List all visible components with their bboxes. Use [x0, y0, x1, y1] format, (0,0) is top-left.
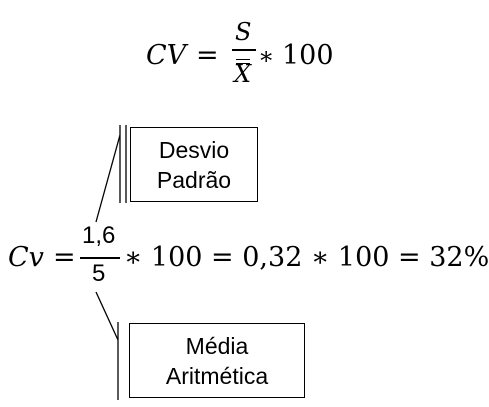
denominator-x: X [234, 60, 252, 88]
connector-lines [95, 125, 127, 400]
times-sign: ∗ [258, 42, 275, 70]
equals-sign: = [196, 40, 219, 71]
cv-symbol-calc: Cv [8, 242, 44, 273]
denominator-value: 5 [92, 260, 106, 287]
overline-2 [236, 63, 250, 65]
factor-100: 100 [282, 40, 334, 71]
std-dev-label-line2: Padrão [156, 166, 232, 193]
equals-sign-calc: = [53, 242, 76, 273]
std-dev-label-line1: Desvio [158, 136, 230, 163]
numerator-value: 1,6 [82, 222, 116, 249]
pointer-to-mean [95, 291, 119, 341]
fraction-bar [232, 49, 256, 51]
calc-result-chain: ∗ 100 = 0,32 ∗ 100 = 32% [124, 242, 489, 273]
fraction-bar-calc [80, 257, 120, 259]
pointer-to-std-dev [95, 134, 121, 223]
numerator-s: S [235, 18, 252, 46]
mean-label-line1: Média [185, 332, 249, 359]
cv-symbol: CV [146, 40, 187, 71]
mean-label-line2: Aritmética [165, 362, 269, 389]
std-dev-box: Desvio Padrão [130, 127, 258, 202]
mean-box: Média Aritmética [129, 323, 305, 398]
overline-1 [236, 59, 250, 61]
